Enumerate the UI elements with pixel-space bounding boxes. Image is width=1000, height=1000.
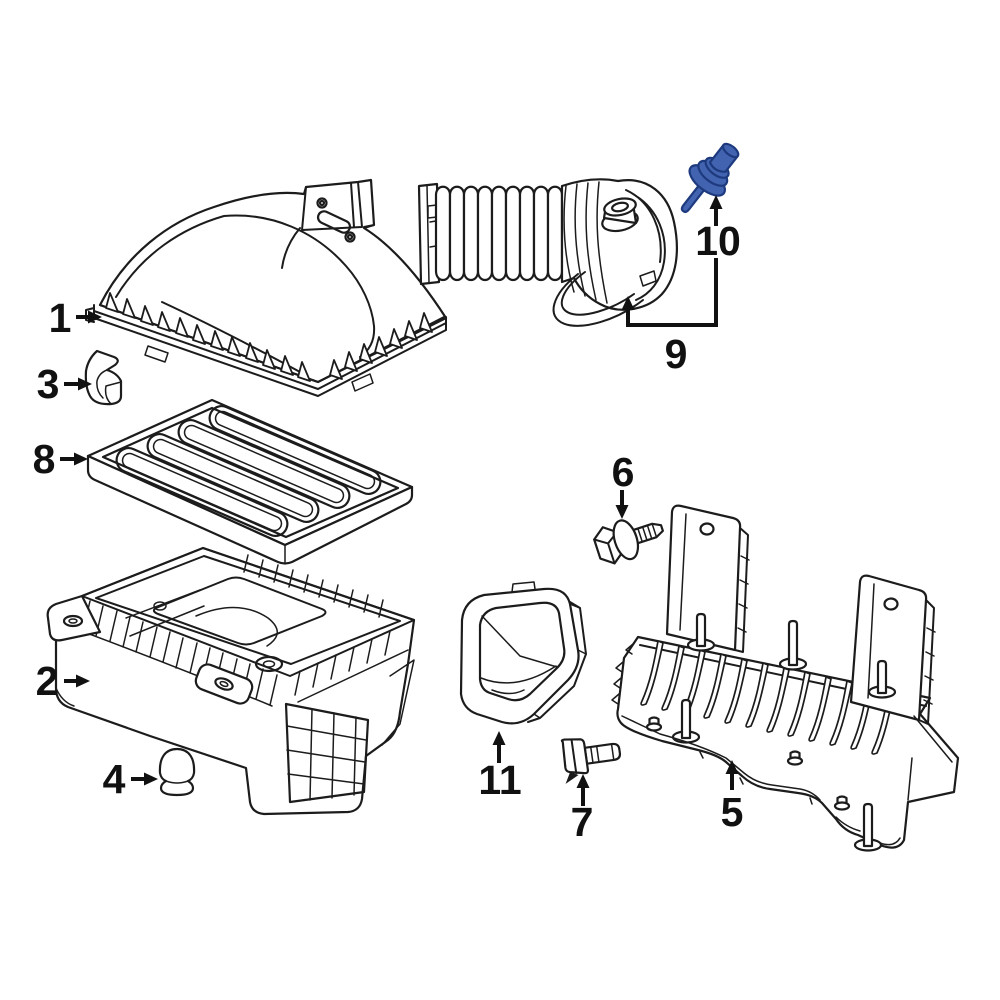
callout-11: 11 [478, 731, 522, 803]
bracket-hole [883, 597, 899, 611]
housing-rim [81, 547, 415, 677]
housing-grid-extension [284, 702, 370, 804]
callout-1: 1 [49, 295, 102, 341]
hose-tab [639, 270, 657, 287]
filter-rib [177, 419, 351, 509]
air-cleaner-cover [85, 178, 448, 397]
part-number-label: 8 [33, 436, 56, 482]
bolt [593, 519, 664, 565]
callout-10: 10 [695, 195, 741, 264]
air-intake-hose [417, 178, 678, 327]
hose-corrugations [434, 185, 564, 282]
housing-interior [125, 554, 384, 673]
hose-opening-rim [552, 271, 644, 327]
callout-5: 5 [721, 760, 744, 835]
arrowhead [76, 674, 90, 688]
callout-9: 9 [621, 258, 718, 377]
arrowhead [725, 760, 739, 774]
housing-side-flap [55, 659, 415, 746]
bracket-studs [671, 612, 897, 852]
filter-rib [208, 405, 382, 495]
hose-elbow-rings [563, 181, 608, 304]
cover-screw-icon [344, 231, 356, 243]
part-number-label: 1 [49, 295, 72, 341]
pin-flange [560, 738, 590, 775]
part-number-label: 5 [721, 789, 744, 835]
callout-8: 8 [33, 436, 88, 482]
cover-neck-slot [316, 210, 352, 234]
leader-line [626, 258, 718, 327]
arrowhead [78, 377, 92, 391]
bracket-left-arm [665, 504, 750, 653]
part-number-label: 4 [103, 756, 126, 802]
duct-interior-lines [480, 603, 587, 719]
arrowhead [615, 505, 629, 519]
push-pin-retainer [560, 738, 622, 784]
hose-sensor-port [601, 197, 639, 233]
pin-shank [583, 742, 622, 765]
callout-4: 4 [103, 756, 158, 802]
bracket-right-arm [849, 574, 936, 725]
callout-3: 3 [37, 361, 92, 407]
cover-rim [85, 304, 447, 397]
housing-mount-tab [194, 663, 254, 705]
air-filter-element [86, 398, 414, 565]
duct-top-tab [511, 581, 536, 593]
arrowhead [74, 452, 88, 466]
cover-silhouette [98, 178, 448, 384]
part-number-label: 9 [665, 331, 688, 377]
grommet [158, 747, 196, 797]
bracket-edge-teeth [611, 643, 634, 705]
cover-creases [115, 214, 376, 373]
bracket-rivets [645, 716, 851, 811]
pin-wedge [565, 772, 579, 784]
air-temperature-sensor [680, 142, 740, 214]
hose-elbow-inner-arcs [625, 189, 666, 301]
support-bracket [611, 504, 960, 852]
callout-2: 2 [36, 658, 90, 704]
part-number-label: 3 [37, 361, 60, 407]
retainer-clip [84, 349, 123, 406]
part-number-label: 10 [695, 218, 741, 264]
cover-screw-icon [316, 197, 328, 209]
cover-rim-teeth [105, 292, 433, 382]
callout-7: 7 [571, 774, 594, 845]
housing-inner-wall-ribs [243, 554, 384, 618]
air-inlet-duct [459, 581, 587, 725]
housing-right-wall-ribs [294, 630, 409, 703]
arrowhead [709, 195, 723, 209]
cover-neck-lines [301, 181, 375, 231]
arrowhead [144, 772, 158, 786]
part-number-label: 6 [612, 449, 635, 495]
arrowhead [88, 310, 102, 324]
arrowhead [576, 774, 590, 788]
part-number-label: 7 [571, 799, 594, 845]
bolt-washer [612, 519, 640, 561]
hose-cuff [417, 182, 441, 286]
bracket-hole [699, 522, 715, 536]
duct-opening [478, 601, 566, 702]
cover-rim-tabs [144, 345, 374, 392]
filter-rib [146, 433, 320, 523]
filter-side-band [86, 454, 414, 565]
arrowhead [621, 296, 635, 310]
filter-rib [115, 447, 289, 537]
part-number-label: 11 [478, 757, 521, 803]
bracket-flange-lines [621, 715, 953, 846]
arrowhead [492, 731, 506, 745]
housing-mount-tab [46, 594, 102, 642]
air-cleaner-lower-housing [46, 546, 416, 816]
callout-6: 6 [612, 449, 635, 519]
part-number-label: 2 [36, 658, 59, 704]
